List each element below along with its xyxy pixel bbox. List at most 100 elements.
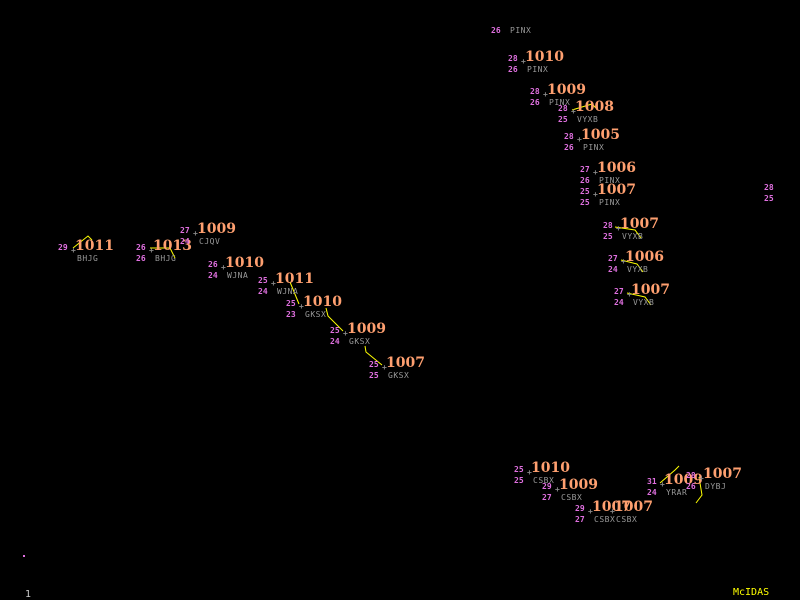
station-id: BHJG	[155, 254, 177, 263]
station-marker: +	[555, 485, 560, 494]
wind-barb	[325, 307, 344, 332]
station-marker: +	[627, 290, 632, 299]
station-marker: +	[577, 135, 582, 144]
dewpoint: 25	[558, 115, 568, 124]
pressure: 1011	[75, 238, 114, 254]
temperature: 28	[564, 132, 574, 141]
temperature: 27	[608, 254, 618, 263]
dewpoint: 24	[180, 237, 190, 246]
station-id: BHJG	[77, 254, 99, 263]
dewpoint: 26	[491, 26, 501, 35]
station-id: CSBX	[561, 493, 583, 502]
frame-number: 1	[25, 589, 32, 600]
temperature: 25	[514, 465, 524, 474]
dewpoint: 24	[614, 298, 624, 307]
pressure: 1007	[386, 355, 425, 371]
dewpoint: 26	[580, 176, 590, 185]
pressure: 1010	[225, 255, 264, 271]
station-id: PINX	[599, 176, 621, 185]
station-id: WJNA	[227, 271, 249, 280]
station-marker: +	[571, 107, 576, 116]
station-id: PINX	[599, 198, 621, 207]
station-marker: +	[527, 468, 532, 477]
dewpoint: 26	[686, 482, 696, 491]
dewpoint: 26	[136, 254, 146, 263]
station-marker: +	[616, 224, 621, 233]
station-marker: +	[621, 257, 626, 266]
pressure: 1009	[664, 472, 703, 488]
marker-dot	[23, 555, 25, 557]
station-marker: +	[382, 363, 387, 372]
temperature: 25	[330, 326, 340, 335]
pressure: 1009	[559, 477, 598, 493]
station-marker: +	[71, 246, 76, 255]
dewpoint: 27	[575, 515, 585, 524]
station-marker: +	[193, 229, 198, 238]
dewpoint: 26	[564, 143, 574, 152]
temperature: 31	[647, 477, 657, 486]
pressure: 1007	[592, 499, 631, 515]
pressure: 1006	[597, 160, 636, 176]
temperature: 25	[369, 360, 379, 369]
wind-barb	[150, 247, 176, 259]
wind-barb	[695, 476, 703, 504]
dewpoint: 24	[258, 287, 268, 296]
wind-barb	[659, 465, 680, 484]
wind-barb	[571, 103, 599, 111]
station-id: VYXB	[627, 265, 649, 274]
dewpoint: 26	[508, 65, 518, 74]
station-id: DYBJ	[705, 482, 727, 491]
pressure: 1009	[197, 221, 236, 237]
dewpoint: 25	[514, 476, 524, 485]
station-marker: +	[610, 507, 615, 516]
wind-barb	[626, 292, 652, 306]
station-id: CJQV	[199, 237, 221, 246]
temperature: 27	[580, 165, 590, 174]
pressure: 1011	[275, 271, 314, 287]
station-marker: +	[593, 190, 598, 199]
temperature: 28	[530, 87, 540, 96]
temperature: 28	[558, 104, 568, 113]
temperature: 25	[286, 299, 296, 308]
pressure: 1007	[703, 466, 742, 482]
pressure: 1010	[303, 294, 342, 310]
temperature: 25	[580, 187, 590, 196]
station-id: PINX	[549, 98, 571, 107]
temperature: 25	[258, 276, 268, 285]
station-id: WJNA	[277, 287, 299, 296]
station-marker: +	[343, 329, 348, 338]
pressure: 1009	[347, 321, 386, 337]
pressure: 1005	[581, 127, 620, 143]
temperature: 27	[180, 226, 190, 235]
mcidas-label: McIDAS	[733, 587, 770, 598]
station-id: CSBX	[594, 515, 616, 524]
station-marker: +	[588, 507, 593, 516]
temperature: 27	[614, 287, 624, 296]
dewpoint: 24	[647, 488, 657, 497]
station-id: CSBX	[616, 515, 638, 524]
station-marker: +	[543, 90, 548, 99]
dewpoint: 24	[208, 271, 218, 280]
station-marker: +	[699, 474, 704, 483]
dewpoint: 24	[608, 265, 618, 274]
pressure: 1006	[625, 249, 664, 265]
station-marker: +	[271, 279, 276, 288]
